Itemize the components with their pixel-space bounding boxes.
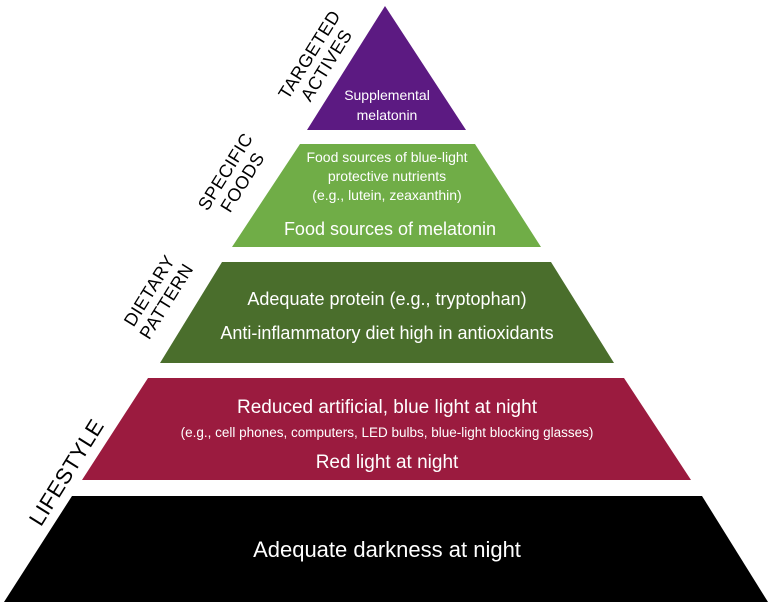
tier-dietary-pattern bbox=[160, 262, 614, 363]
tier-specific-foods-line-3: (e.g., lutein, zeaxanthin) bbox=[312, 187, 461, 203]
tier-lifestyle-main: Reduced artificial, blue light at night bbox=[237, 397, 538, 418]
tier-targeted-actives-line-1: Supplemental bbox=[344, 87, 430, 103]
tier-lifestyle-last: Red light at night bbox=[316, 452, 459, 473]
tier-specific-foods bbox=[232, 144, 541, 247]
tier-specific-foods-main: Food sources of melatonin bbox=[284, 219, 496, 239]
tier-lifestyle bbox=[82, 378, 691, 480]
tier-specific-foods-line-2: protective nutrients bbox=[328, 168, 446, 184]
tier-specific-foods-line-1: Food sources of blue-light bbox=[306, 149, 467, 165]
tier-lifestyle-sub: (e.g., cell phones, computers, LED bulbs… bbox=[181, 425, 594, 440]
tier-base-main: Adequate darkness at night bbox=[253, 537, 521, 562]
tier-base bbox=[4, 496, 768, 602]
tier-dietary-pattern-line-2: Anti-inflammatory diet high in antioxida… bbox=[220, 323, 553, 343]
tier-targeted-actives bbox=[307, 6, 466, 130]
tier-targeted-actives-line-2: melatonin bbox=[357, 107, 418, 123]
tier-dietary-pattern-line-1: Adequate protein (e.g., tryptophan) bbox=[247, 289, 526, 309]
